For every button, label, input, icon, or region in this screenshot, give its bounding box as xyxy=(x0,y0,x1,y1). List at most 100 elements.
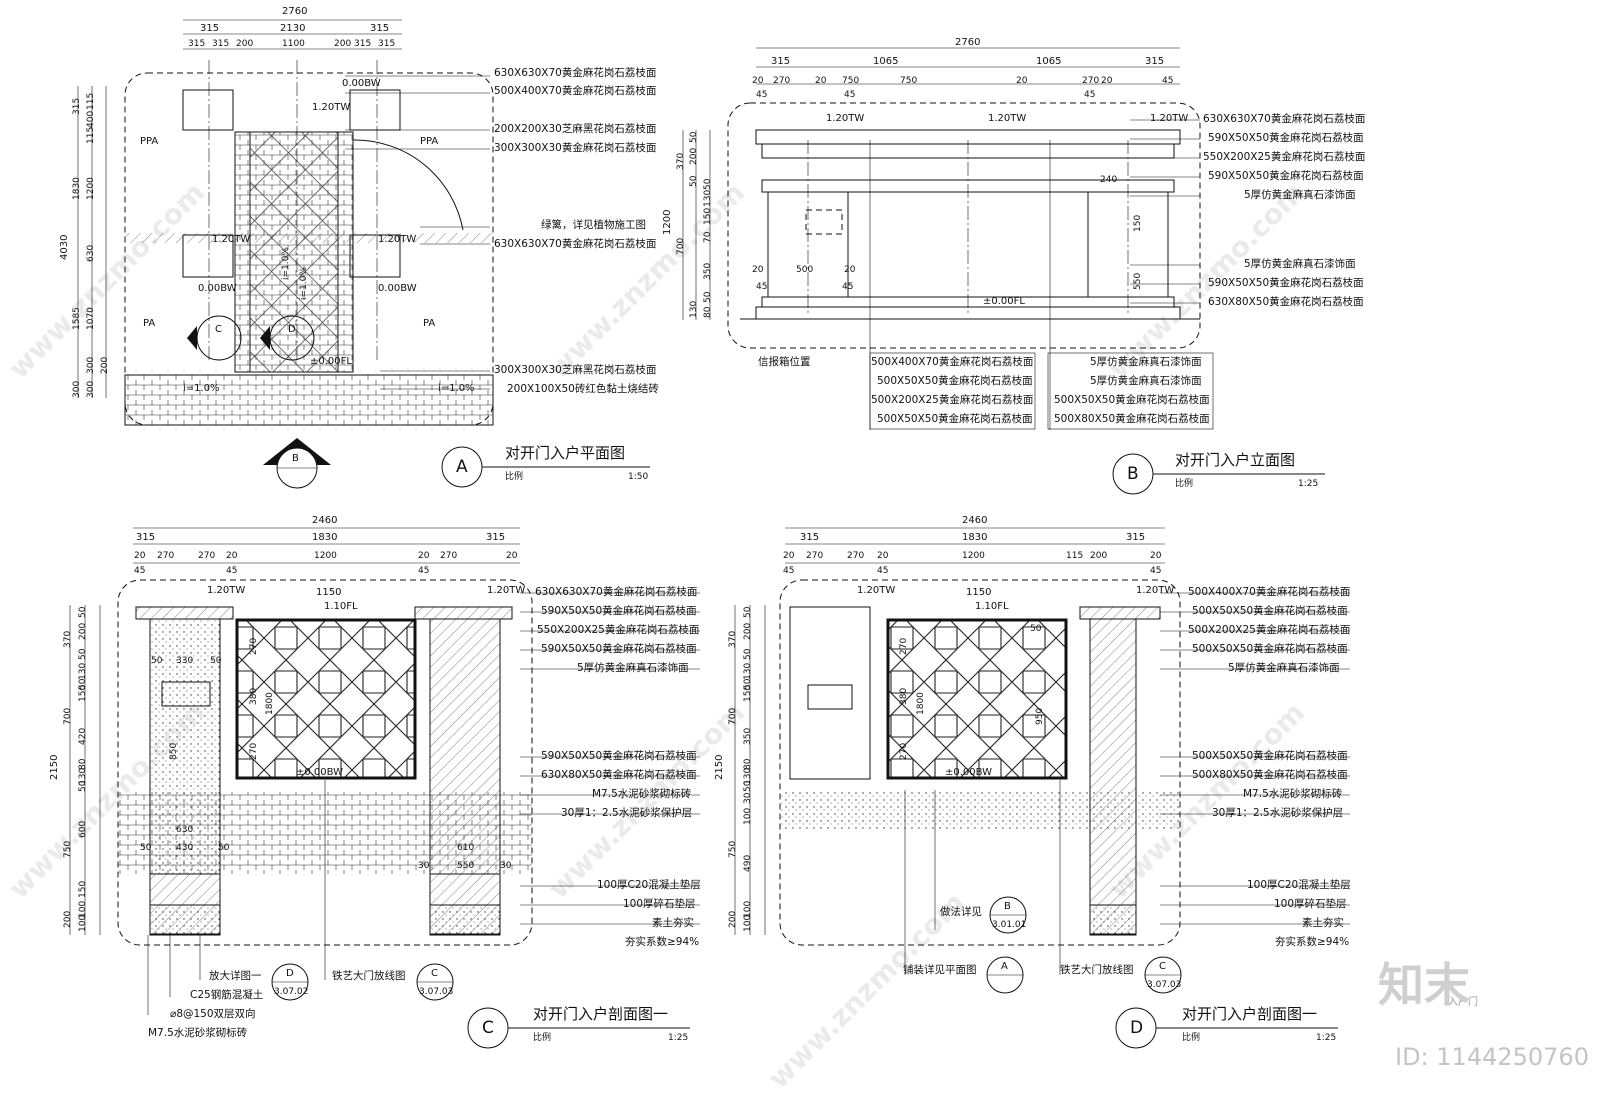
dim-b: 20 xyxy=(1101,76,1113,86)
material-note: 630X630X70黄金麻花岗石荔枝面 xyxy=(535,586,698,598)
dim-c-inner: 50 xyxy=(218,843,230,853)
dim-d: 45 xyxy=(877,566,889,576)
dim-b: 20 xyxy=(752,76,764,86)
dim-a-left: 300 xyxy=(86,380,96,398)
dim-c-inner: 270 xyxy=(249,637,259,655)
material-note: 500X50X50黄金麻花岗石荔枝面 xyxy=(1192,750,1348,762)
material-note: 100厚C20混凝土垫层 xyxy=(597,879,701,891)
drawing-mark-letter: C xyxy=(482,1018,494,1038)
dim-b-inner: 550 xyxy=(1133,272,1143,290)
dim-c: 1830 xyxy=(312,532,338,543)
pillar-top-right xyxy=(349,89,401,131)
dim-c-inner: 30 xyxy=(500,861,512,871)
material-note: 590X50X50黄金麻花岗石荔枝面 xyxy=(1208,132,1364,144)
dim-d-inner: 380 xyxy=(899,687,909,705)
dim-d: 200 xyxy=(1090,551,1108,561)
dim-c-inner: 50 xyxy=(151,656,163,666)
dim-a-left: 300 xyxy=(86,356,96,374)
dim-b: 270 xyxy=(1082,76,1100,86)
material-note: 5厚仿黄金麻真石漆饰面 xyxy=(1090,356,1202,368)
dim-c-inner: 30 xyxy=(418,861,430,871)
dim-b-left: 50 xyxy=(689,175,699,187)
material-note: 200X200X30芝麻黑花岗石荔枝面 xyxy=(494,123,657,135)
material-note: 590X50X50黄金麻花岗石荔枝面 xyxy=(541,750,697,762)
dim-c-inner: 380 xyxy=(249,687,259,705)
material-note: 630X630X70黄金麻花岗石荔枝面 xyxy=(1203,113,1366,125)
section-marker xyxy=(196,315,242,361)
paving-diamond xyxy=(249,131,339,373)
material-note: 590X50X50黄金麻花岗石荔枝面 xyxy=(1208,170,1364,182)
dim-a-top: 2760 xyxy=(282,6,308,17)
dim-c: 270 xyxy=(198,551,216,561)
callout-letter: C xyxy=(1159,961,1166,972)
level: 1.20TW xyxy=(378,234,417,245)
elevation-drawing-b xyxy=(682,47,1325,495)
dim-a: 2130 xyxy=(280,23,306,34)
material-note: 素土夯实 xyxy=(652,917,694,929)
level: 1.20TW xyxy=(487,585,526,596)
scale-label: 比例 xyxy=(533,1033,552,1043)
material-note: 100厚碎石垫层 xyxy=(1274,898,1347,910)
dim-a-left: 1200 xyxy=(86,177,96,200)
dim-c-inner: 610 xyxy=(457,843,475,853)
dim-c-inner: 330 xyxy=(176,656,194,666)
dim-c: 45 xyxy=(418,566,430,576)
dim-d: 270 xyxy=(847,551,865,561)
dim-b-inner: 500 xyxy=(796,265,814,275)
drawing-title: 对开门入户立面图 xyxy=(1175,451,1296,469)
material-note: 500X50X50黄金麻花岗石荔枝面 xyxy=(1192,643,1348,655)
dim-b: 20 xyxy=(815,76,827,86)
dim-a: 315 xyxy=(370,23,390,34)
level: 1.20TW xyxy=(988,113,1027,124)
material-note: C25钢筋混凝土 xyxy=(190,989,264,1001)
dim-d: 20 xyxy=(877,551,889,561)
dim-c-left: 200 xyxy=(78,622,88,640)
material-note: 铁艺大门放线图 xyxy=(332,970,406,982)
material-note: M7.5水泥砂浆砌标砖 xyxy=(1243,788,1343,800)
scale-value: 1:25 xyxy=(668,1033,689,1043)
dim-d-left: 2150 xyxy=(714,754,725,780)
dim-b: 750 xyxy=(900,76,918,86)
material-note: 630X80X50黄金麻花岗石荔枝面 xyxy=(541,769,697,781)
dim-c-left: 2150 xyxy=(49,754,60,780)
dim-c-inner: 850 xyxy=(169,742,179,760)
dim-d-left: 490 xyxy=(743,854,753,872)
dim-c: 270 xyxy=(157,551,175,561)
dim-b-left: 50 xyxy=(689,131,699,143)
level: 1.20TW xyxy=(207,585,246,596)
dim-a: 315 xyxy=(212,39,230,49)
watermark-text: www.znzmo.com xyxy=(542,176,751,385)
dim-a-left: 4030 xyxy=(59,234,70,260)
section-drawing-c xyxy=(69,527,700,1049)
level: 0.00BW xyxy=(198,283,237,294)
level: ±0.00BW xyxy=(296,767,344,778)
material-note: 铁艺大门放线图 xyxy=(1060,964,1134,976)
callout-letter: C xyxy=(431,968,438,979)
dim-c-inner: 430 xyxy=(176,843,194,853)
dim-b-inner: 20 xyxy=(844,265,856,275)
callout-letter: B xyxy=(1004,901,1011,912)
material-note: 500X200X25黄金麻花岗石荔枝面 xyxy=(1188,624,1351,636)
dim-d: 315 xyxy=(800,532,820,543)
dim-d-left: 50 xyxy=(743,648,753,660)
dim-b-left: 80 xyxy=(703,306,713,318)
material-note: 500X80X50黄金麻花岗石荔枝面 xyxy=(1054,413,1210,425)
dim-b-left: 70 xyxy=(703,231,713,243)
dim-d: 315 xyxy=(1126,532,1146,543)
dim-d-left: 200 xyxy=(728,910,738,928)
dim-d: 20 xyxy=(1150,551,1162,561)
zone-label: PA xyxy=(143,318,156,329)
level: 0.00BW xyxy=(378,283,417,294)
dim-d-left: 80 xyxy=(743,758,753,770)
dim-d: 115 xyxy=(1066,551,1084,561)
brick-strip xyxy=(124,374,494,426)
scale-label: 比例 xyxy=(505,472,524,482)
material-note: 铺装详见平面图 xyxy=(903,964,977,976)
watermark-text: www.znzmo.com xyxy=(542,696,751,905)
dim-a-left: 300 xyxy=(72,380,82,398)
dim-d-left: 700 xyxy=(728,707,738,725)
dim-d-left: 200 xyxy=(743,622,753,640)
coping-left xyxy=(135,606,234,620)
dim-d-left: 750 xyxy=(728,840,738,858)
drawing-mark-letter: A xyxy=(456,457,468,477)
